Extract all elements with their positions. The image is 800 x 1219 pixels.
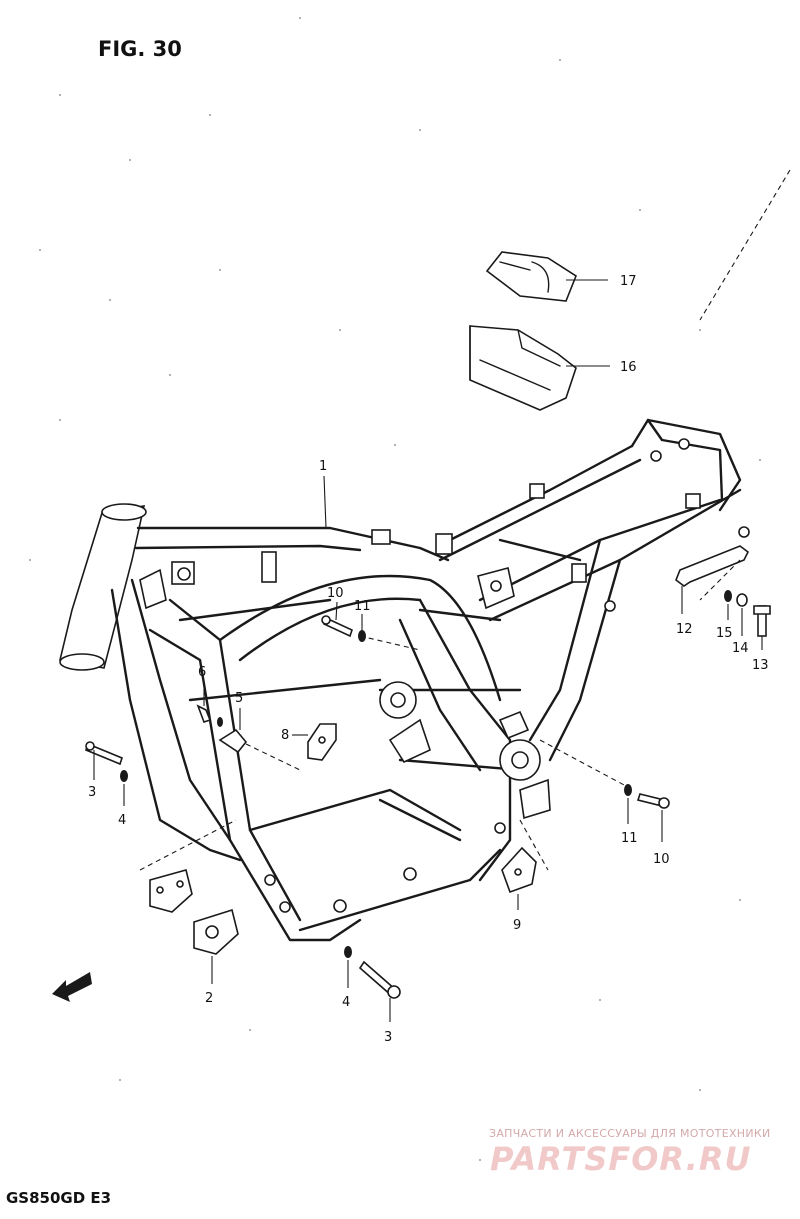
parts-10-11-right (624, 784, 670, 809)
dash-5 (245, 743, 301, 771)
callout-10-right: 10 (653, 852, 670, 867)
leader-10-upper (335, 601, 338, 621)
callout-4-left: 4 (118, 813, 126, 828)
callout-11-upper: 11 (354, 599, 371, 614)
watermark-logo: PARTSFOR.RU (490, 1140, 751, 1178)
front-direction-arrow-icon (52, 972, 92, 1002)
callout-13: 13 (752, 658, 769, 673)
callout-1: 1 (319, 459, 327, 474)
dash-2 (139, 819, 237, 871)
callout-8: 8 (281, 728, 289, 743)
part-12-bracket (675, 526, 750, 587)
callout-10-upper: 10 (327, 586, 344, 601)
part-2-plates (149, 869, 239, 955)
parts-10-11-upper (321, 615, 366, 642)
watermark-caption: ЗАПЧАСТИ И АКСЕССУАРЫ ДЛЯ МОТОТЕХНИКИ (489, 1127, 771, 1140)
edge-dash (699, 169, 791, 321)
parts-13-15-hardware (724, 590, 771, 637)
scan-noise (29, 17, 761, 1161)
model-code: GS850GD E3 (6, 1189, 111, 1207)
callout-17: 17 (620, 274, 637, 289)
callout-3-bottom: 3 (384, 1030, 392, 1045)
callout-15: 15 (716, 626, 733, 641)
callout-5: 5 (235, 691, 243, 706)
figure-title: FIG. 30 (98, 37, 182, 61)
part-8-plate (307, 723, 337, 761)
parts-3-4-left (85, 741, 128, 782)
part-1-frame (59, 503, 551, 942)
dash-10-11-right (539, 739, 627, 787)
callout-11-right: 11 (621, 831, 638, 846)
callout-16: 16 (620, 360, 637, 375)
part-9-plate (501, 846, 537, 894)
rear-subframe (435, 418, 742, 762)
part-17-cover (485, 251, 577, 302)
callout-6: 6 (198, 665, 206, 680)
callout-3-left: 3 (88, 785, 96, 800)
dash-9 (519, 819, 549, 871)
dash-12 (699, 559, 741, 601)
part-16-tray (469, 325, 577, 411)
dash-10-11-upper (359, 635, 421, 651)
parts-3-4-bottom (344, 946, 401, 999)
callout-2: 2 (205, 991, 213, 1006)
parts-5-6 (196, 704, 248, 754)
callout-9: 9 (513, 918, 521, 933)
callout-12: 12 (676, 622, 693, 637)
callout-14: 14 (732, 641, 749, 656)
callout-4-bottom: 4 (342, 995, 350, 1010)
leader-1 (323, 475, 327, 529)
